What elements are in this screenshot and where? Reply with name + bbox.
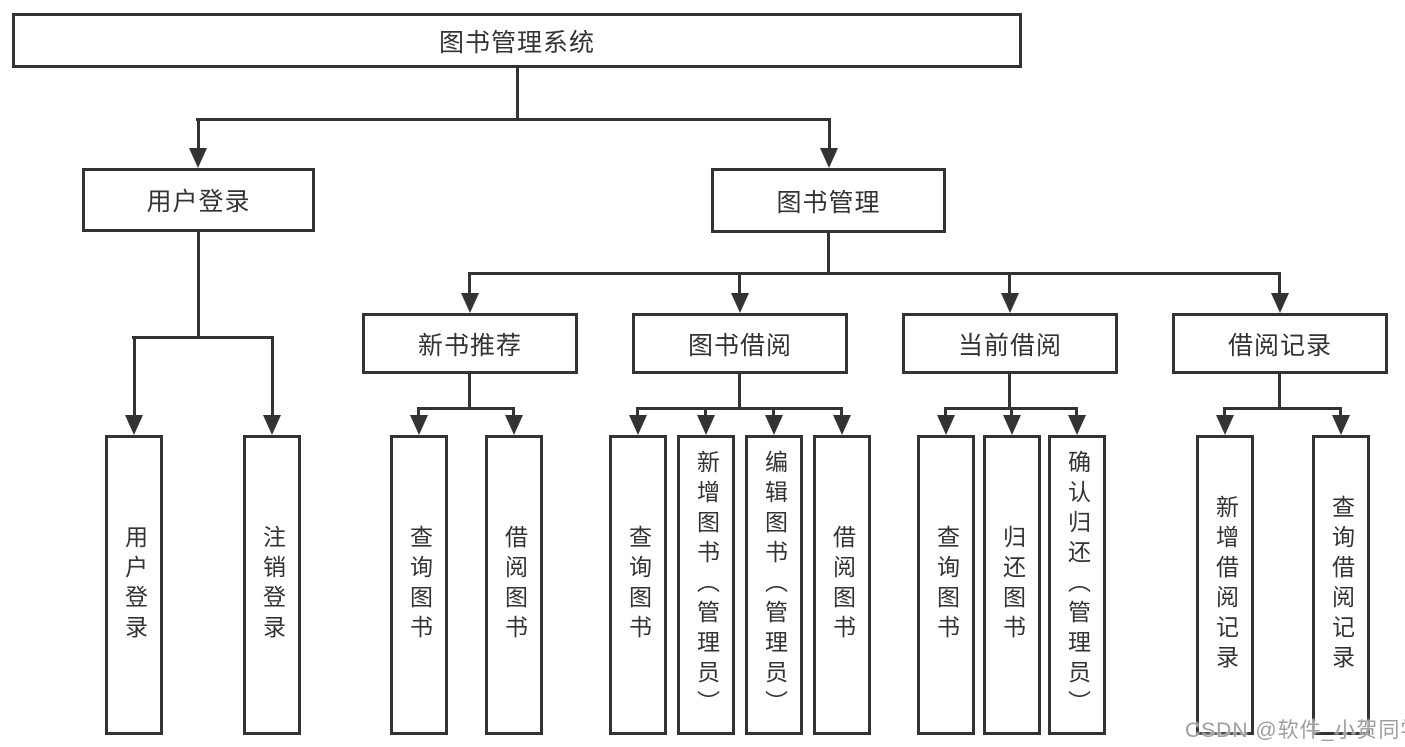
arrow-down-icon [125,415,143,435]
connector-vline [197,232,200,339]
leaf-query-books-recommend: 查询图书 [390,435,448,735]
leaf-borrow-books-recommend: 借阅图书 [485,435,543,735]
connector-vline [1075,407,1078,417]
node-book-management-label: 图书管理 [776,188,881,217]
leaf-user-login-label: 用户登录 [121,525,148,645]
connector-vline [1008,374,1011,410]
arrow-down-icon [410,415,428,435]
node-book-management: 图书管理 [711,168,946,233]
node-book-borrowing-label: 图书借阅 [687,331,792,360]
connector-vline [1278,272,1281,295]
leaf-add-borrow-record-label: 新增借阅记录 [1212,495,1239,675]
connector-vline [516,68,519,121]
arrow-down-icon [731,293,749,313]
arrow-down-icon [1068,415,1086,435]
leaf-borrow-books-borrowing: 借阅图书 [813,435,871,735]
leaf-query-books-borrowing: 查询图书 [609,435,667,735]
arrow-down-icon [505,415,523,435]
leaf-query-books-current-label: 查询图书 [933,525,960,645]
connector-vline [468,374,471,410]
connector-vline [271,336,274,417]
connector-vline [1008,272,1011,295]
connector-hline [636,407,842,410]
connector-vline [636,407,639,417]
node-current-borrowing: 当前借阅 [902,313,1118,374]
leaf-user-login: 用户登录 [105,435,163,735]
connector-vline [197,118,200,150]
connector-vline [1339,407,1342,417]
arrow-down-icon [1271,293,1289,313]
leaf-query-books-recommend-label: 查询图书 [406,525,433,645]
leaf-edit-books-admin-label: 编辑图书（管理员） [761,450,788,720]
connector-vline [738,272,741,295]
arrow-down-icon [1003,415,1021,435]
connector-vline [840,407,843,417]
leaf-return-books-label: 归还图书 [999,525,1026,645]
connector-vline [944,407,947,417]
leaf-edit-books-admin: 编辑图书（管理员） [745,435,803,735]
arrow-down-icon [1332,415,1350,435]
connector-vline [468,272,471,295]
arrow-down-icon [629,415,647,435]
arrow-down-icon [833,415,851,435]
connector-vline [133,336,136,417]
leaf-add-books-admin-label: 新增图书（管理员） [693,450,720,720]
connector-vline [704,407,707,417]
connector-hline [1223,407,1341,410]
arrow-down-icon [263,415,281,435]
connector-hline [196,118,831,121]
arrow-down-icon [765,415,783,435]
arrow-down-icon [189,148,207,168]
arrow-down-icon [697,415,715,435]
leaf-query-borrow-record: 查询借阅记录 [1312,435,1370,735]
leaf-borrow-books-recommend-label: 借阅图书 [501,525,528,645]
node-library-system-label: 图书管理系统 [438,28,595,57]
node-book-borrowing: 图书借阅 [632,313,848,374]
connector-hline [468,272,1281,275]
leaf-logout-label: 注销登录 [259,525,286,645]
node-new-book-recommend: 新书推荐 [362,313,578,374]
arrow-down-icon [820,148,838,168]
connector-vline [772,407,775,417]
leaf-query-books-borrowing-label: 查询图书 [625,525,652,645]
connector-vline [1010,407,1013,417]
connector-vline [827,233,830,275]
leaf-confirm-return-admin-label: 确认归还（管理员） [1064,450,1091,720]
connector-hline [132,336,273,339]
connector-vline [828,118,831,150]
leaf-confirm-return-admin: 确认归还（管理员） [1048,435,1106,735]
leaf-query-borrow-record-label: 查询借阅记录 [1328,495,1355,675]
node-user-login-label: 用户登录 [146,188,251,216]
node-borrowing-records: 借阅记录 [1172,313,1388,374]
connector-vline [417,407,420,417]
leaf-add-books-admin: 新增图书（管理员） [677,435,735,735]
arrow-down-icon [1001,293,1019,313]
node-user-login: 用户登录 [82,168,315,232]
connector-vline [1223,407,1226,417]
leaf-borrow-books-borrowing-label: 借阅图书 [829,525,856,645]
node-library-system: 图书管理系统 [12,13,1022,68]
connector-vline [1278,374,1281,410]
arrow-down-icon [937,415,955,435]
arrow-down-icon [1216,415,1234,435]
connector-vline [738,374,741,410]
leaf-logout: 注销登录 [243,435,301,735]
node-new-book-recommend-label: 新书推荐 [417,331,522,360]
node-borrowing-records-label: 借阅记录 [1227,331,1332,360]
leaf-return-books: 归还图书 [983,435,1041,735]
csdn-watermark: CSDN @软件_小贺同学 [1185,719,1405,742]
node-current-borrowing-label: 当前借阅 [957,331,1062,360]
leaf-query-books-current: 查询图书 [917,435,975,735]
arrow-down-icon [461,293,479,313]
leaf-add-borrow-record: 新增借阅记录 [1196,435,1254,735]
connector-vline [512,407,515,417]
connector-hline [417,407,515,410]
